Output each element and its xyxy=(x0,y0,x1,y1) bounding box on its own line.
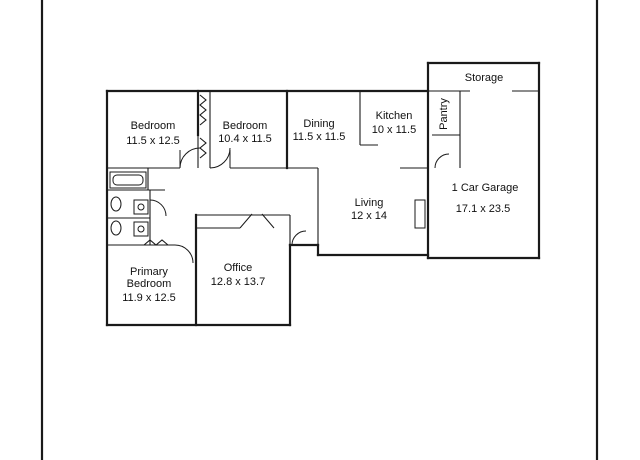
exterior-walls xyxy=(105,61,541,327)
room-bedroom-2: Bedroom 10.4 x 11.5 xyxy=(218,120,272,145)
room-primary-bedroom: Primary Bedroom 11.9 x 12.5 xyxy=(122,266,176,304)
room-name: Living xyxy=(355,197,384,209)
room-pantry: Pantry xyxy=(438,98,450,130)
room-office: Office 12.8 x 13.7 xyxy=(211,262,265,288)
room-kitchen: Kitchen 10 x 11.5 xyxy=(372,110,416,136)
room-name: Bedroom xyxy=(223,120,268,132)
room-dimensions: 10 x 11.5 xyxy=(372,124,416,136)
room-name: Storage xyxy=(465,72,504,84)
room-dimensions: 11.5 x 12.5 xyxy=(126,135,180,147)
room-living: Living 12 x 14 xyxy=(351,197,387,222)
room-name: Dining xyxy=(303,118,334,130)
bathroom-fixtures xyxy=(109,171,149,237)
room-name: Pantry xyxy=(438,98,450,130)
closet-markers xyxy=(143,94,207,246)
room-dimensions: 10.4 x 11.5 xyxy=(218,133,272,145)
room-dining: Dining 11.5 x 11.5 xyxy=(293,118,346,143)
room-bedroom-1: Bedroom 11.5 x 12.5 xyxy=(126,120,180,147)
room-name: 1 Car Garage xyxy=(452,182,519,194)
room-name: Kitchen xyxy=(376,110,413,122)
room-dimensions: 17.1 x 23.5 xyxy=(456,203,510,215)
room-dimensions: 11.5 x 11.5 xyxy=(293,131,346,143)
room-dimensions: 12 x 14 xyxy=(351,210,387,222)
toilet xyxy=(110,196,122,212)
room-garage: 1 Car Garage 17.1 x 23.5 xyxy=(452,182,519,215)
room-storage: Storage xyxy=(465,72,504,84)
room-dimensions: 12.8 x 13.7 xyxy=(211,276,265,288)
room-name-line-2: Bedroom xyxy=(127,278,172,290)
interior-walls xyxy=(107,89,539,327)
room-name: Office xyxy=(224,262,253,274)
toilet-2 xyxy=(110,220,122,236)
page-frame xyxy=(40,0,599,460)
room-name: Bedroom xyxy=(131,120,176,132)
doors xyxy=(149,147,450,264)
room-dimensions: 11.9 x 12.5 xyxy=(122,292,176,304)
room-name-line-1: Primary xyxy=(130,266,168,278)
